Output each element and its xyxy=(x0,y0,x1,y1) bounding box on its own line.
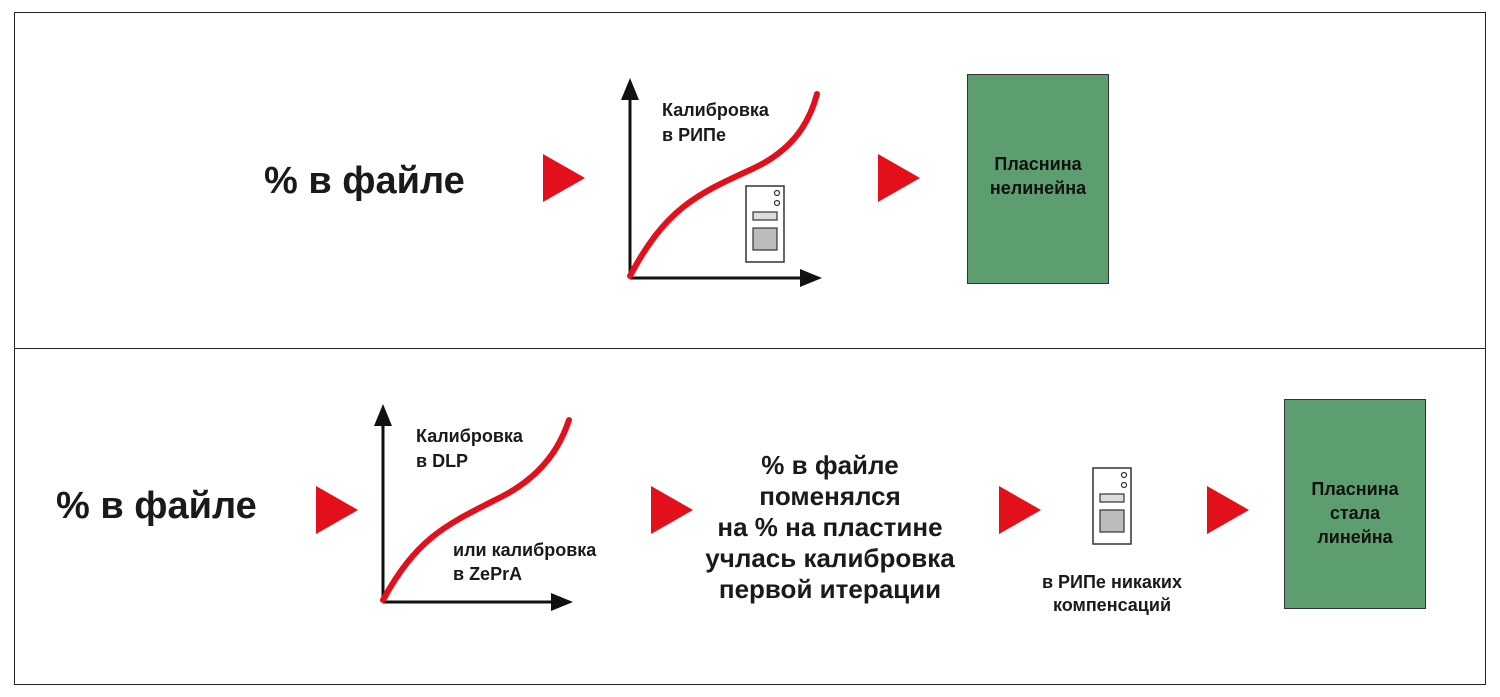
arrow-right-icon xyxy=(651,486,693,534)
middle-line-4: учлась калибровка xyxy=(705,543,955,573)
arrow-right-icon xyxy=(543,154,585,202)
arrow-right-icon xyxy=(999,486,1041,534)
top-plate: Пласнина нелинейна xyxy=(967,74,1109,284)
arrow-right-icon xyxy=(316,486,358,534)
calibration-curve-icon xyxy=(380,417,572,603)
middle-line-5: первой итерации xyxy=(718,574,942,604)
top-file-label: % в файле xyxy=(264,160,465,202)
bottom-plate-label-1: Пласнина xyxy=(1311,479,1399,499)
top-plate-label-2: нелинейна xyxy=(989,178,1087,198)
bottom-plate-label-3: линейна xyxy=(1317,527,1393,547)
rip-label-2: компенсаций xyxy=(1052,595,1172,615)
bottom-graph-alt-label-1: или калибровка xyxy=(453,540,597,560)
bottom-graph-alt-label-2: в ZePrA xyxy=(453,564,523,584)
top-graph-label-1: Калибровка xyxy=(662,100,769,120)
computer-tower-icon xyxy=(745,185,785,263)
axes-icon xyxy=(621,78,822,287)
bottom-plate-label-2: стала xyxy=(1329,503,1381,523)
calibration-curve-icon xyxy=(627,91,820,279)
bottom-plate: Пласнина стала линейна xyxy=(1284,399,1426,609)
bottom-panel xyxy=(14,348,1486,685)
arrow-right-icon xyxy=(1207,486,1249,534)
computer-tower-icon xyxy=(1092,467,1132,545)
bottom-file-label: % в файле xyxy=(56,485,257,527)
axes-icon xyxy=(374,404,573,611)
middle-line-1: % в файле xyxy=(761,450,899,480)
bottom-calibration-graph xyxy=(374,404,573,611)
top-graph-label-2: в РИПе xyxy=(662,125,726,145)
top-plate-label-1: Пласнина xyxy=(994,154,1082,174)
bottom-graph-label-1: Калибровка xyxy=(416,426,523,446)
middle-line-2: поменялся xyxy=(759,481,901,511)
middle-line-3: на % на пластине xyxy=(717,512,943,542)
rip-label-1: в РИПе никаких xyxy=(1041,572,1182,592)
arrow-right-icon xyxy=(878,154,920,202)
top-calibration-graph xyxy=(621,78,822,287)
middle-text-block: % в файле поменялся на % на пластине учл… xyxy=(670,450,990,605)
bottom-graph-label-2: в DLP xyxy=(416,451,469,471)
